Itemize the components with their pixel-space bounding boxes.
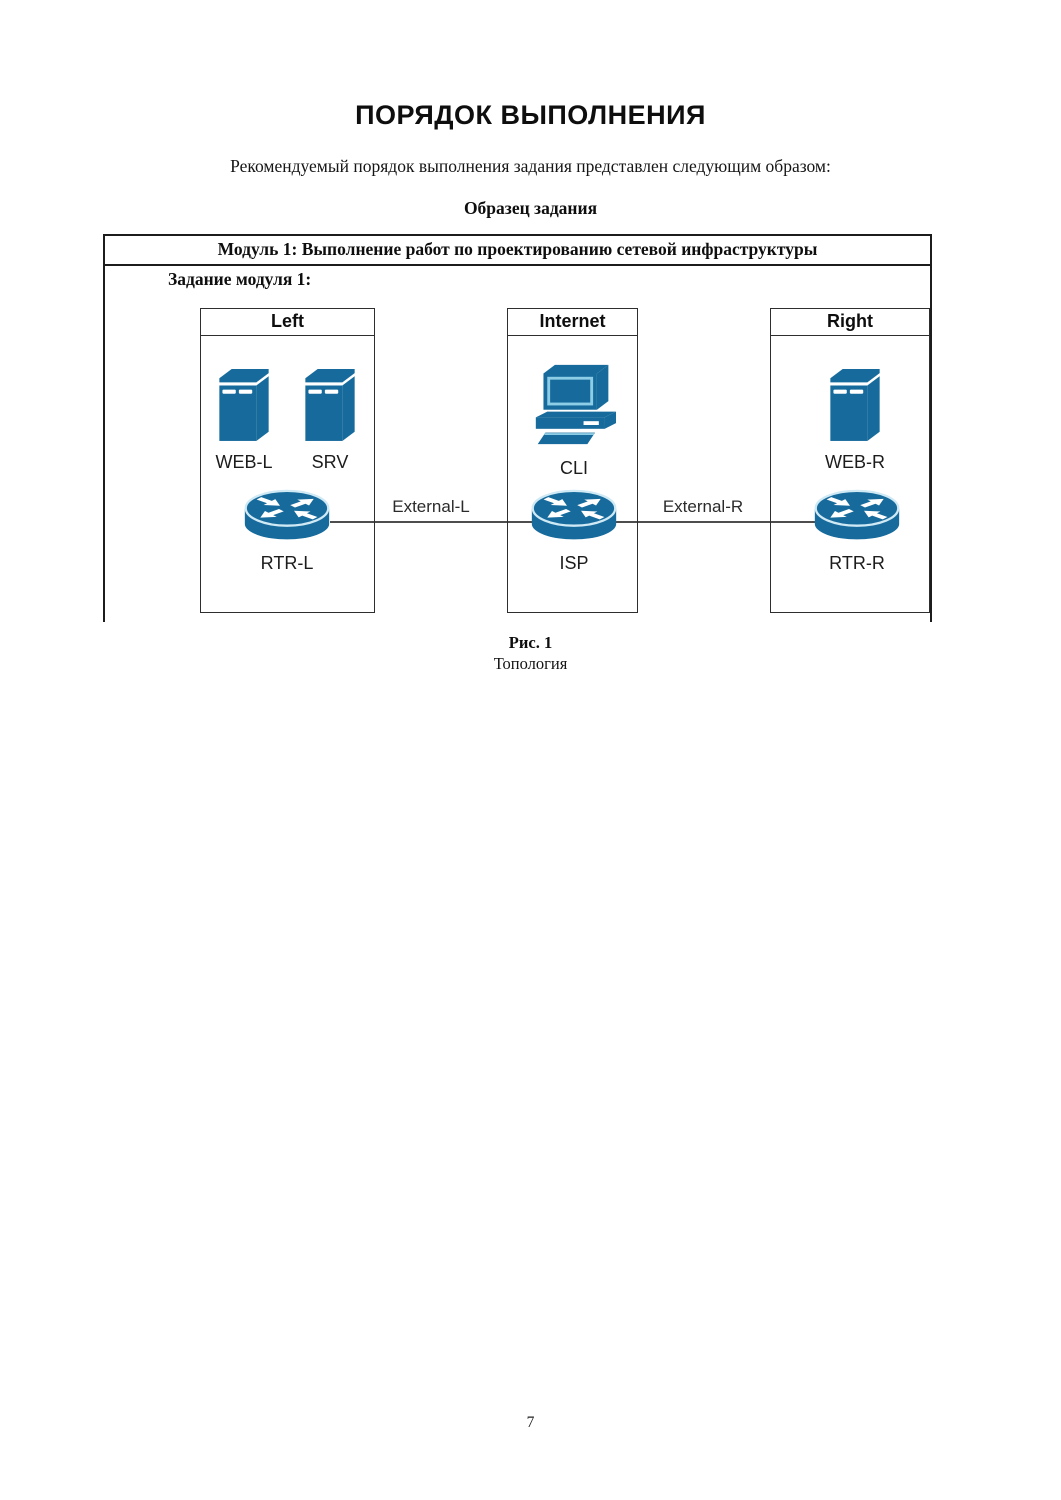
device-label: WEB-R <box>825 452 885 472</box>
zone-internet-title: Internet <box>508 309 637 336</box>
figure-caption-title: Рис. 1 <box>508 633 553 652</box>
module-header-row: Модуль 1: Выполнение работ по проектиров… <box>105 236 930 266</box>
router-icon <box>814 489 900 540</box>
link-line-external-r <box>607 521 819 523</box>
device-label: WEB-L <box>215 452 273 472</box>
router-icon <box>531 489 617 540</box>
server-icon <box>305 369 355 441</box>
link-line-external-l <box>330 521 540 523</box>
device-label: RTR-L <box>260 553 314 573</box>
figure-caption-subtitle: Топология <box>493 654 568 673</box>
zone-internet: Internet CLI <box>507 308 638 613</box>
device-label: SRV <box>311 452 349 472</box>
link-label-external-l: External-L <box>392 497 470 516</box>
page-title: ПОРЯДОК ВЫПОЛНЕНИЯ <box>355 100 706 130</box>
zone-right: Right WEB-R <box>770 308 930 613</box>
module-header-text: Модуль 1: Выполнение работ по проектиров… <box>217 239 818 259</box>
device-label: CLI <box>559 458 588 478</box>
page-number: 7 <box>526 1414 535 1431</box>
device-label: ISP <box>559 553 589 573</box>
workstation-icon <box>535 364 616 445</box>
device-web-l: WEB-L <box>194 367 294 473</box>
intro-text: Рекомендуемый порядок выполнения задания… <box>230 156 831 176</box>
device-isp: ISP <box>524 489 624 574</box>
device-cli: CLI <box>524 362 624 479</box>
zone-left: Left WEB-L SRV <box>200 308 375 613</box>
task-table: Модуль 1: Выполнение работ по проектиров… <box>103 234 932 622</box>
router-icon <box>244 489 330 540</box>
device-rtr-r: RTR-R <box>807 489 907 574</box>
zone-right-title: Right <box>771 309 929 336</box>
server-icon <box>219 369 269 441</box>
device-srv: SRV <box>280 367 380 473</box>
sample-heading: Образец задания <box>463 198 598 218</box>
link-label-external-r: External-R <box>662 497 744 516</box>
device-web-r: WEB-R <box>805 367 905 473</box>
zone-left-title: Left <box>201 309 374 336</box>
device-rtr-l: RTR-L <box>237 489 337 574</box>
task-label: Задание модуля 1: <box>168 269 312 289</box>
device-label: RTR-R <box>829 553 885 573</box>
server-icon <box>830 369 880 441</box>
